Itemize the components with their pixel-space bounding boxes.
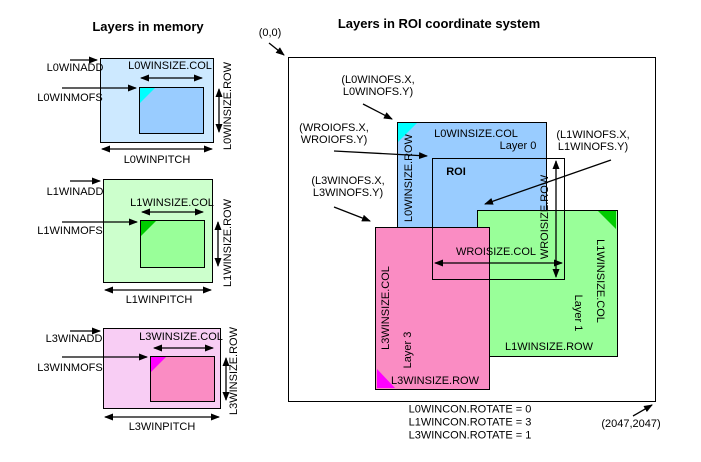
roi-outline-rect <box>432 158 565 280</box>
layer1-sizecol-label: L1WINSIZE.COL <box>594 239 606 323</box>
l0winsize-row-label: L0WINSIZE.ROW <box>222 61 234 151</box>
layer0-label: Layer 0 <box>499 140 537 152</box>
rotate-note-l1: L1WINCON.ROTATE = 3 <box>408 416 532 429</box>
origin-arrow <box>268 42 285 56</box>
l0winofs-label: (L0WINOFS.X,L0WINOFS.Y) <box>341 74 415 98</box>
l0winmofs-label: L0WINMOFS <box>37 92 103 104</box>
l1-memory-inner-rect <box>140 220 205 268</box>
rotate-note-l0: L0WINCON.ROTATE = 0 <box>408 403 532 416</box>
l0-memory-inner-rect <box>139 87 204 134</box>
rotate-notes: L0WINCON.ROTATE = 0 L1WINCON.ROTATE = 3 … <box>409 404 532 443</box>
l1winsize-col-label: L1WINSIZE.COL <box>130 197 214 209</box>
corner-label: (2047,2047) <box>601 418 661 430</box>
wroisize-col-label: WROISIZE.COL <box>455 246 537 258</box>
l3winofs-label: (L3WINOFS.X,L3WINOFS.Y) <box>311 175 385 199</box>
l1winpitch-label: L1WINPITCH <box>125 294 193 306</box>
l1winadd-label: L1WINADD <box>46 186 104 198</box>
layer3-label: Layer 3 <box>402 331 414 369</box>
layer0-sizecol-label: L0WINSIZE.COL <box>434 128 518 140</box>
l0winsize-col-label: L0WINSIZE.COL <box>128 60 212 72</box>
l3winsize-row-label: L3WINSIZE.ROW <box>228 326 240 416</box>
l1winofs-label: (L1WINOFS.X,L1WINOFS.Y) <box>556 129 630 153</box>
wroisize-row-label: WROISIZE.ROW <box>539 174 551 260</box>
layer0-sizerow-label: L0WINSIZE.ROW <box>403 133 415 223</box>
corner-arrow <box>632 404 653 417</box>
roi-title: Layers in ROI coordinate system <box>337 16 541 31</box>
l0winpitch-label: L0WINPITCH <box>123 154 191 166</box>
l3winmofs-label: L3WINMOFS <box>37 362 103 374</box>
roi-label: ROI <box>446 166 466 178</box>
l3winpitch-label: L3WINPITCH <box>128 421 196 433</box>
layer3-sizerow-label: L3WINSIZE.ROW <box>390 375 480 387</box>
l0winadd-label: L0WINADD <box>46 62 104 74</box>
layer1-label: Layer 1 <box>572 294 584 332</box>
memory-title: Layers in memory <box>92 19 204 34</box>
l3-memory-inner-rect <box>150 356 215 402</box>
rotate-note-l3: L3WINCON.ROTATE = 1 <box>408 429 532 442</box>
layer1-sizerow-label: L1WINSIZE.ROW <box>504 341 594 353</box>
l3winsize-col-label: L3WINSIZE.COL <box>139 331 223 343</box>
origin-label: (0,0) <box>258 27 282 39</box>
wroiofs-label: (WROIOFS.X,WROIOFS.Y) <box>299 122 369 146</box>
l1winmofs-label: L1WINMOFS <box>37 225 103 237</box>
l3winadd-label: L3WINADD <box>45 333 103 345</box>
layer1-rect <box>477 210 618 357</box>
l1winsize-row-label: L1WINSIZE.ROW <box>222 198 234 288</box>
layer3-sizecol-label: L3WINSIZE.COL <box>380 266 392 350</box>
